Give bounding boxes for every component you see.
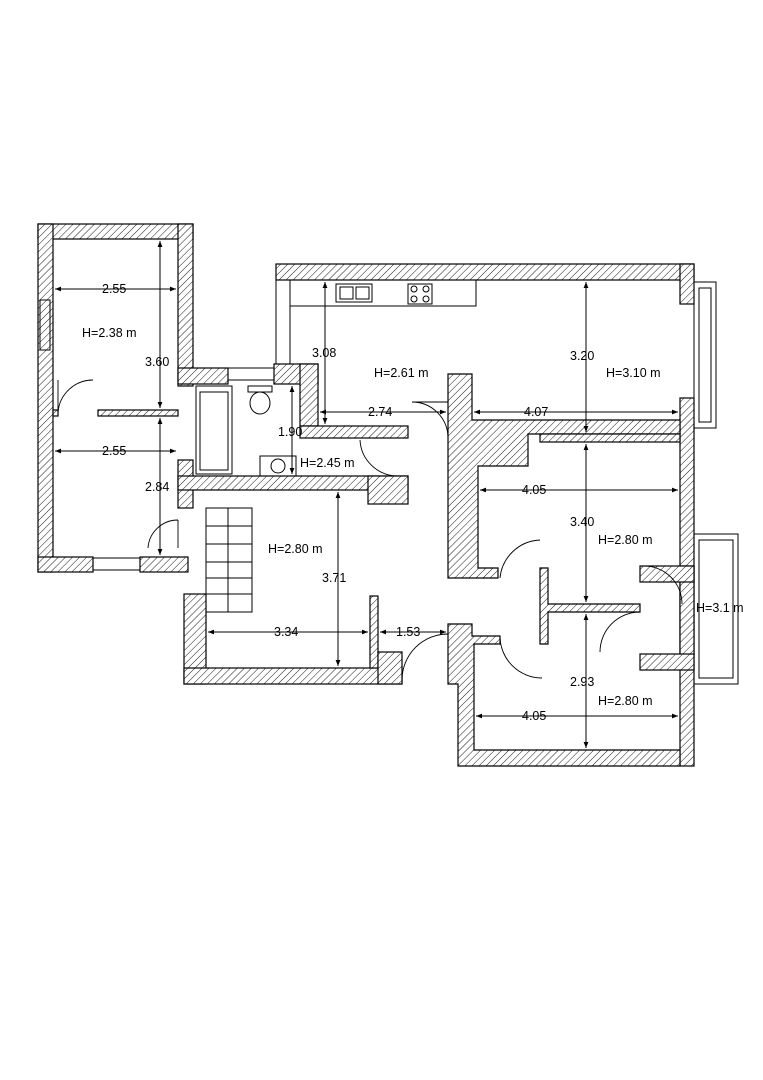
- dim-label: 2.84: [145, 480, 169, 494]
- door-swing: [411, 401, 449, 439]
- wall: [447, 623, 681, 767]
- sink-icon: [335, 283, 373, 303]
- wall: [97, 409, 179, 417]
- dim-label: 1.53: [396, 625, 420, 639]
- wall: [177, 367, 229, 385]
- wall: [299, 425, 409, 439]
- balcony-outline: [693, 281, 717, 429]
- dim-label: 4.05: [522, 483, 546, 497]
- door-swing: [599, 611, 641, 653]
- wall: [447, 373, 681, 579]
- dimension-lines: [55, 241, 678, 748]
- height-label: H=3.1 m: [696, 601, 744, 615]
- kitchen-counter: [289, 279, 477, 307]
- window: [275, 279, 291, 365]
- dim-label: 1.90: [278, 425, 302, 439]
- dim-label: 3.34: [274, 625, 298, 639]
- dim-label: 2.55: [102, 444, 126, 458]
- dim-label: 4.07: [524, 405, 548, 419]
- wall: [37, 223, 54, 573]
- door-swing: [359, 439, 399, 477]
- height-label: H=2.45 m: [300, 456, 355, 470]
- burner: [422, 285, 430, 293]
- dim-label: 2.55: [102, 282, 126, 296]
- height-label: H=2.80 m: [598, 533, 653, 547]
- wall: [183, 667, 403, 685]
- balcony-outline: [698, 287, 712, 423]
- wall: [377, 651, 403, 685]
- wall: [369, 595, 379, 669]
- balcony-outline: [698, 539, 734, 679]
- dim-label: 3.20: [570, 349, 594, 363]
- sink-basin: [339, 286, 354, 300]
- burner: [422, 295, 430, 303]
- wall: [275, 263, 695, 281]
- washbasin-bowl: [270, 458, 286, 474]
- dim-label: 3.08: [312, 346, 336, 360]
- burner: [410, 285, 418, 293]
- sink-basin: [355, 286, 370, 300]
- height-label: H=2.80 m: [598, 694, 653, 708]
- door-swing: [499, 539, 541, 579]
- toilet-icon: [247, 385, 273, 393]
- toilet-bowl: [249, 391, 271, 415]
- bathtub-inner: [199, 391, 229, 471]
- wall: [139, 556, 189, 573]
- height-label: H=2.61 m: [374, 366, 429, 380]
- height-label: H=3.10 m: [606, 366, 661, 380]
- height-label: H=2.80 m: [268, 542, 323, 556]
- door-swing: [57, 379, 94, 414]
- dim-label: 3.71: [322, 571, 346, 585]
- wall: [299, 363, 319, 427]
- wall: [177, 223, 194, 387]
- stairs: [205, 507, 253, 613]
- door-swing: [147, 519, 179, 549]
- window: [92, 557, 141, 571]
- dim-label: 3.40: [570, 515, 594, 529]
- walls: [37, 223, 695, 767]
- balcony-outline: [693, 533, 739, 685]
- wall: [52, 409, 59, 417]
- bathtub-icon: [195, 385, 233, 475]
- wall: [639, 653, 695, 671]
- wall: [37, 556, 94, 573]
- door-swing: [499, 635, 543, 679]
- stove-icon: [407, 283, 433, 305]
- wall: [679, 263, 695, 305]
- door-swing: [401, 633, 449, 681]
- doors: [57, 379, 683, 681]
- wall: [37, 223, 194, 240]
- fixtures: [195, 279, 477, 613]
- door-swing: [643, 565, 683, 605]
- dim-label: 3.60: [145, 355, 169, 369]
- dim-label: 2.74: [368, 405, 392, 419]
- window: [227, 367, 275, 381]
- burner: [410, 295, 418, 303]
- height-label: H=2.38 m: [82, 326, 137, 340]
- labels: 2.55 3.60 H=2.38 m 2.55 2.84 3.08 H=2.61…: [82, 282, 744, 723]
- windows: [39, 279, 739, 685]
- wall: [539, 567, 641, 645]
- dim-label: 2.93: [570, 675, 594, 689]
- wall: [539, 433, 681, 443]
- wall: [367, 475, 409, 505]
- washbasin-icon: [259, 455, 297, 477]
- window: [39, 299, 51, 351]
- dim-label: 4.05: [522, 709, 546, 723]
